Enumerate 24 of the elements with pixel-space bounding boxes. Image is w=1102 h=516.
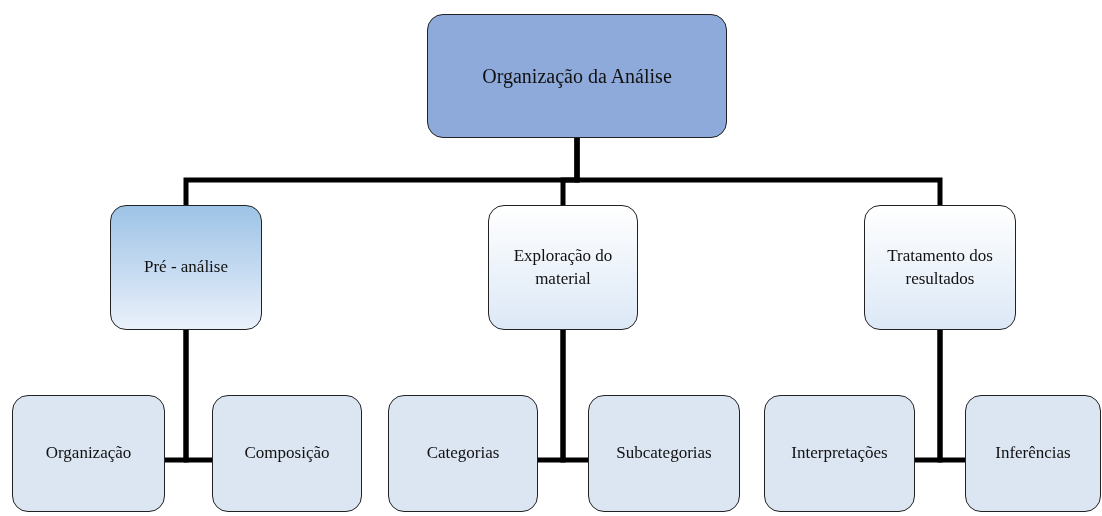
process-box xyxy=(764,395,915,512)
box-label: Categorias xyxy=(425,442,501,465)
process-box xyxy=(864,205,1016,330)
box-label: Exploração do material xyxy=(512,245,614,290)
process-box xyxy=(12,395,165,512)
box-label: Subcategorias xyxy=(615,442,713,465)
box-label: Pré - análise xyxy=(143,256,229,279)
connector-line xyxy=(937,330,965,463)
box-label: Inferências xyxy=(994,442,1072,465)
process-box xyxy=(212,395,362,512)
connector-line xyxy=(183,330,212,463)
box-label: Organização xyxy=(44,442,133,465)
process-box xyxy=(388,395,538,512)
process-box xyxy=(588,395,740,512)
process-box xyxy=(427,14,727,138)
box-label: Tratamento dos resultados xyxy=(886,245,994,290)
connector-line xyxy=(574,138,943,205)
process-box xyxy=(965,395,1101,512)
process-box xyxy=(110,205,262,330)
box-label: Interpretações xyxy=(790,442,889,465)
connector-line xyxy=(560,330,588,463)
box-label: Organização da Análise xyxy=(481,64,673,89)
box-label: Composição xyxy=(243,442,331,465)
process-box xyxy=(488,205,638,330)
